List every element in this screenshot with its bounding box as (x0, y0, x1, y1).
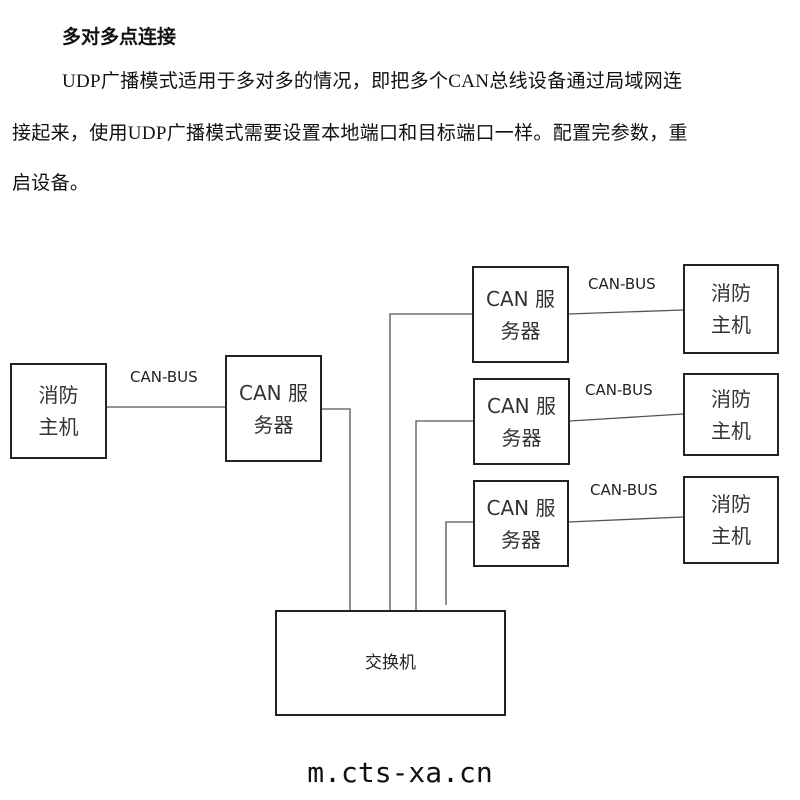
link-server2-switch (415, 420, 473, 611)
fire-host-left: 消防主机 (10, 363, 107, 459)
link-server1-switch (389, 313, 472, 611)
bus-label-2: CAN-BUS (585, 381, 653, 399)
can-server-2: CAN 服务器 (473, 378, 570, 465)
link-left-server-switch (321, 408, 351, 611)
switch-label: 交换机 (365, 653, 416, 673)
network-switch: 交换机 (275, 610, 506, 716)
server-label: 务器 (501, 425, 542, 450)
host-label: 主机 (711, 418, 751, 443)
bus-line-3 (567, 516, 684, 523)
server-label: 务器 (500, 318, 541, 343)
host-label: 主机 (711, 524, 751, 548)
watermark: m.cts-xa.cn (307, 756, 493, 789)
can-server-1: CAN 服务器 (472, 266, 569, 363)
server-label: CAN 服 (486, 286, 555, 311)
bus-line-1 (567, 309, 684, 315)
host-label: 消防 (38, 383, 79, 407)
can-server-3: CAN 服务器 (473, 480, 569, 567)
host-label: 主机 (711, 313, 751, 337)
server-label: CAN 服 (486, 495, 556, 520)
bus-label-left: CAN-BUS (130, 368, 198, 386)
bus-line-2 (569, 413, 684, 422)
host-label: 消防 (711, 492, 751, 516)
fire-host-2: 消防主机 (683, 373, 779, 456)
paragraph-line-1: UDP广播模式适用于多对多的情况，即把多个CAN总线设备通过局域网连 (62, 71, 683, 92)
server-label: CAN 服 (239, 380, 308, 405)
link-server3-switch (445, 521, 473, 605)
host-label: 消防 (711, 281, 751, 305)
fire-host-3: 消防主机 (683, 476, 779, 564)
server-label: CAN 服 (487, 393, 556, 418)
host-label: 消防 (711, 386, 751, 411)
server-label: 务器 (253, 412, 294, 437)
fire-host-1: 消防主机 (683, 264, 779, 354)
section-heading: 多对多点连接 (62, 26, 177, 48)
host-label: 主机 (38, 415, 79, 439)
can-server-left: CAN 服务器 (225, 355, 322, 462)
paragraph-line-2: 接起来，使用UDP广播模式需要设置本地端口和目标端口一样。配置完参数，重 (12, 123, 688, 144)
paragraph-line-3: 启设备。 (12, 173, 90, 194)
server-label: 务器 (501, 527, 541, 552)
bus-label-3: CAN-BUS (590, 481, 658, 499)
bus-label-1: CAN-BUS (588, 275, 656, 293)
